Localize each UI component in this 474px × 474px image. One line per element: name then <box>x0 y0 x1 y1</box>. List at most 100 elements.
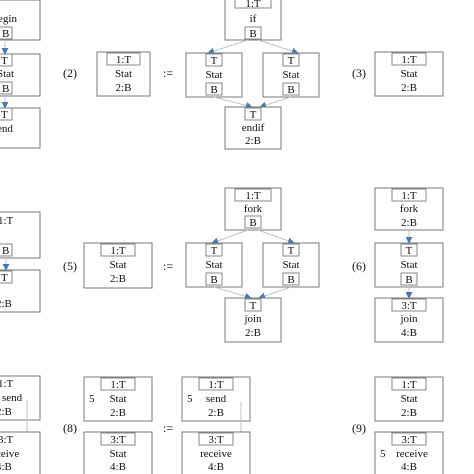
svg-text:B: B <box>210 274 217 286</box>
rule-1-graph: egin B T Stat B T end <box>0 0 41 149</box>
svg-text:T: T <box>288 245 295 257</box>
svg-text:receive: receive <box>396 448 428 460</box>
end-node-label: end <box>0 123 13 135</box>
rule-3-lhs-stat-node: 1:T Stat 2:B <box>374 51 444 97</box>
svg-text:B: B <box>2 83 9 95</box>
rule-7-graph: 1:T send 2:B 3:T ceive 4:B <box>0 375 41 474</box>
svg-text:fork: fork <box>400 203 419 215</box>
svg-text:B: B <box>287 84 294 96</box>
end-node-top-tag <box>0 107 13 121</box>
svg-text:T: T <box>211 55 218 67</box>
rule-9-number: (9) <box>352 421 366 435</box>
svg-text:send: send <box>2 392 23 404</box>
rule-9-graph: 1:T Stat 2:B 3:T 5 receive 4:B <box>374 376 444 474</box>
svg-text:3:T: 3:T <box>401 300 417 312</box>
svg-text:B: B <box>287 274 294 286</box>
svg-text:B: B <box>2 28 9 40</box>
svg-text:1:T: 1:T <box>401 54 417 66</box>
svg-text:B: B <box>249 217 256 229</box>
rule-8-number: (8) <box>63 421 77 435</box>
rule-8-define-symbol: := <box>163 421 173 435</box>
svg-text:B: B <box>2 245 9 257</box>
fork-node-label: fork <box>244 203 263 215</box>
if-node-label: if <box>250 13 257 25</box>
svg-text:ceive: ceive <box>0 448 19 460</box>
rule-6-number: (6) <box>352 259 366 273</box>
svg-text:4:B: 4:B <box>0 461 12 473</box>
svg-text:2:B: 2:B <box>401 217 417 229</box>
rule-8-rhs-graph: 1:T 5 send 2:B 3:T receive 4:B <box>181 376 251 474</box>
svg-text:B: B <box>405 274 412 286</box>
svg-text:2:B: 2:B <box>0 298 12 310</box>
svg-text:2:B: 2:B <box>401 407 417 419</box>
svg-text:5: 5 <box>89 393 95 405</box>
svg-text:3:T: 3:T <box>208 434 224 446</box>
svg-text:1:T: 1:T <box>208 379 224 391</box>
rule-5-rhs-graph: 1:T fork B T Stat B T Stat B T join 2:B <box>185 187 320 343</box>
svg-text:Stat: Stat <box>109 448 126 460</box>
svg-text:T: T <box>1 109 8 121</box>
svg-text:1:T: 1:T <box>110 379 126 391</box>
svg-text:Stat: Stat <box>109 393 126 405</box>
svg-text:1:T: 1:T <box>0 378 14 390</box>
edge-if-stat-right <box>257 39 299 55</box>
svg-text:4:B: 4:B <box>401 461 417 473</box>
svg-text:4:B: 4:B <box>401 327 417 339</box>
svg-text:1:T: 1:T <box>401 379 417 391</box>
svg-text:2:B: 2:B <box>0 406 12 418</box>
svg-text:2:B: 2:B <box>245 135 261 147</box>
svg-text:2:B: 2:B <box>208 407 224 419</box>
svg-text:4:B: 4:B <box>110 461 126 473</box>
rule-8-lhs-graph: 1:T 5 Stat 2:B 3:T Stat 4:B <box>83 376 153 474</box>
svg-text:Stat: Stat <box>205 259 222 271</box>
svg-text:1:T: 1:T <box>0 215 14 227</box>
svg-text:receive: receive <box>200 448 232 460</box>
rule-4-graph: 1:T B T 2:B <box>0 211 41 313</box>
svg-text:1:T: 1:T <box>116 54 132 66</box>
rule-7-send-node <box>0 375 41 421</box>
rule-2-define-symbol: := <box>163 66 173 80</box>
svg-text:2:B: 2:B <box>245 327 261 339</box>
svg-text:1:T: 1:T <box>110 245 126 257</box>
stat-node-label: Stat <box>0 68 14 80</box>
svg-text:Stat: Stat <box>400 259 417 271</box>
svg-text:T: T <box>288 55 295 67</box>
edge-stat-left-endif <box>213 96 253 109</box>
rule-2-number: (2) <box>63 66 77 80</box>
rule-5-define-symbol: := <box>163 259 173 273</box>
endif-node-label: endif <box>242 122 265 134</box>
svg-text:1:T: 1:T <box>245 190 261 202</box>
svg-text:Stat: Stat <box>109 259 126 271</box>
rule-3-number: (3) <box>352 66 366 80</box>
rule-2-rhs-graph: 1:T if B T Stat B T Stat B T endif 2:B <box>185 0 320 150</box>
svg-text:Stat: Stat <box>205 69 222 81</box>
svg-text:B: B <box>210 84 217 96</box>
stat-node-bottom-tag <box>0 81 13 95</box>
rule-2-lhs-stat-node: 1:T Stat 2:B <box>96 51 151 97</box>
svg-text:2:B: 2:B <box>110 407 126 419</box>
svg-text:Stat: Stat <box>282 259 299 271</box>
rule-5-number: (5) <box>63 259 77 273</box>
svg-text:5: 5 <box>380 448 386 460</box>
svg-text:T: T <box>211 245 218 257</box>
svg-text:Stat: Stat <box>115 68 132 80</box>
edge-stat-right-endif <box>259 96 292 109</box>
svg-text:3:T: 3:T <box>401 434 417 446</box>
svg-text:T: T <box>1 272 8 284</box>
svg-text:join: join <box>399 313 418 325</box>
svg-text:4:B: 4:B <box>208 461 224 473</box>
join-node-label: join <box>243 313 262 325</box>
svg-text:B: B <box>249 28 256 40</box>
svg-text:T: T <box>250 300 257 312</box>
svg-text:T: T <box>250 109 257 121</box>
svg-text:2:B: 2:B <box>401 82 417 94</box>
svg-text:3:T: 3:T <box>110 434 126 446</box>
svg-text:Stat: Stat <box>282 69 299 81</box>
svg-text:2:B: 2:B <box>116 82 132 94</box>
svg-text:T: T <box>406 245 413 257</box>
svg-text:2:B: 2:B <box>110 273 126 285</box>
svg-text:5: 5 <box>187 393 193 405</box>
rule-5-lhs-stat-node: 1:T Stat 2:B <box>83 242 153 289</box>
svg-text:T: T <box>1 55 8 67</box>
